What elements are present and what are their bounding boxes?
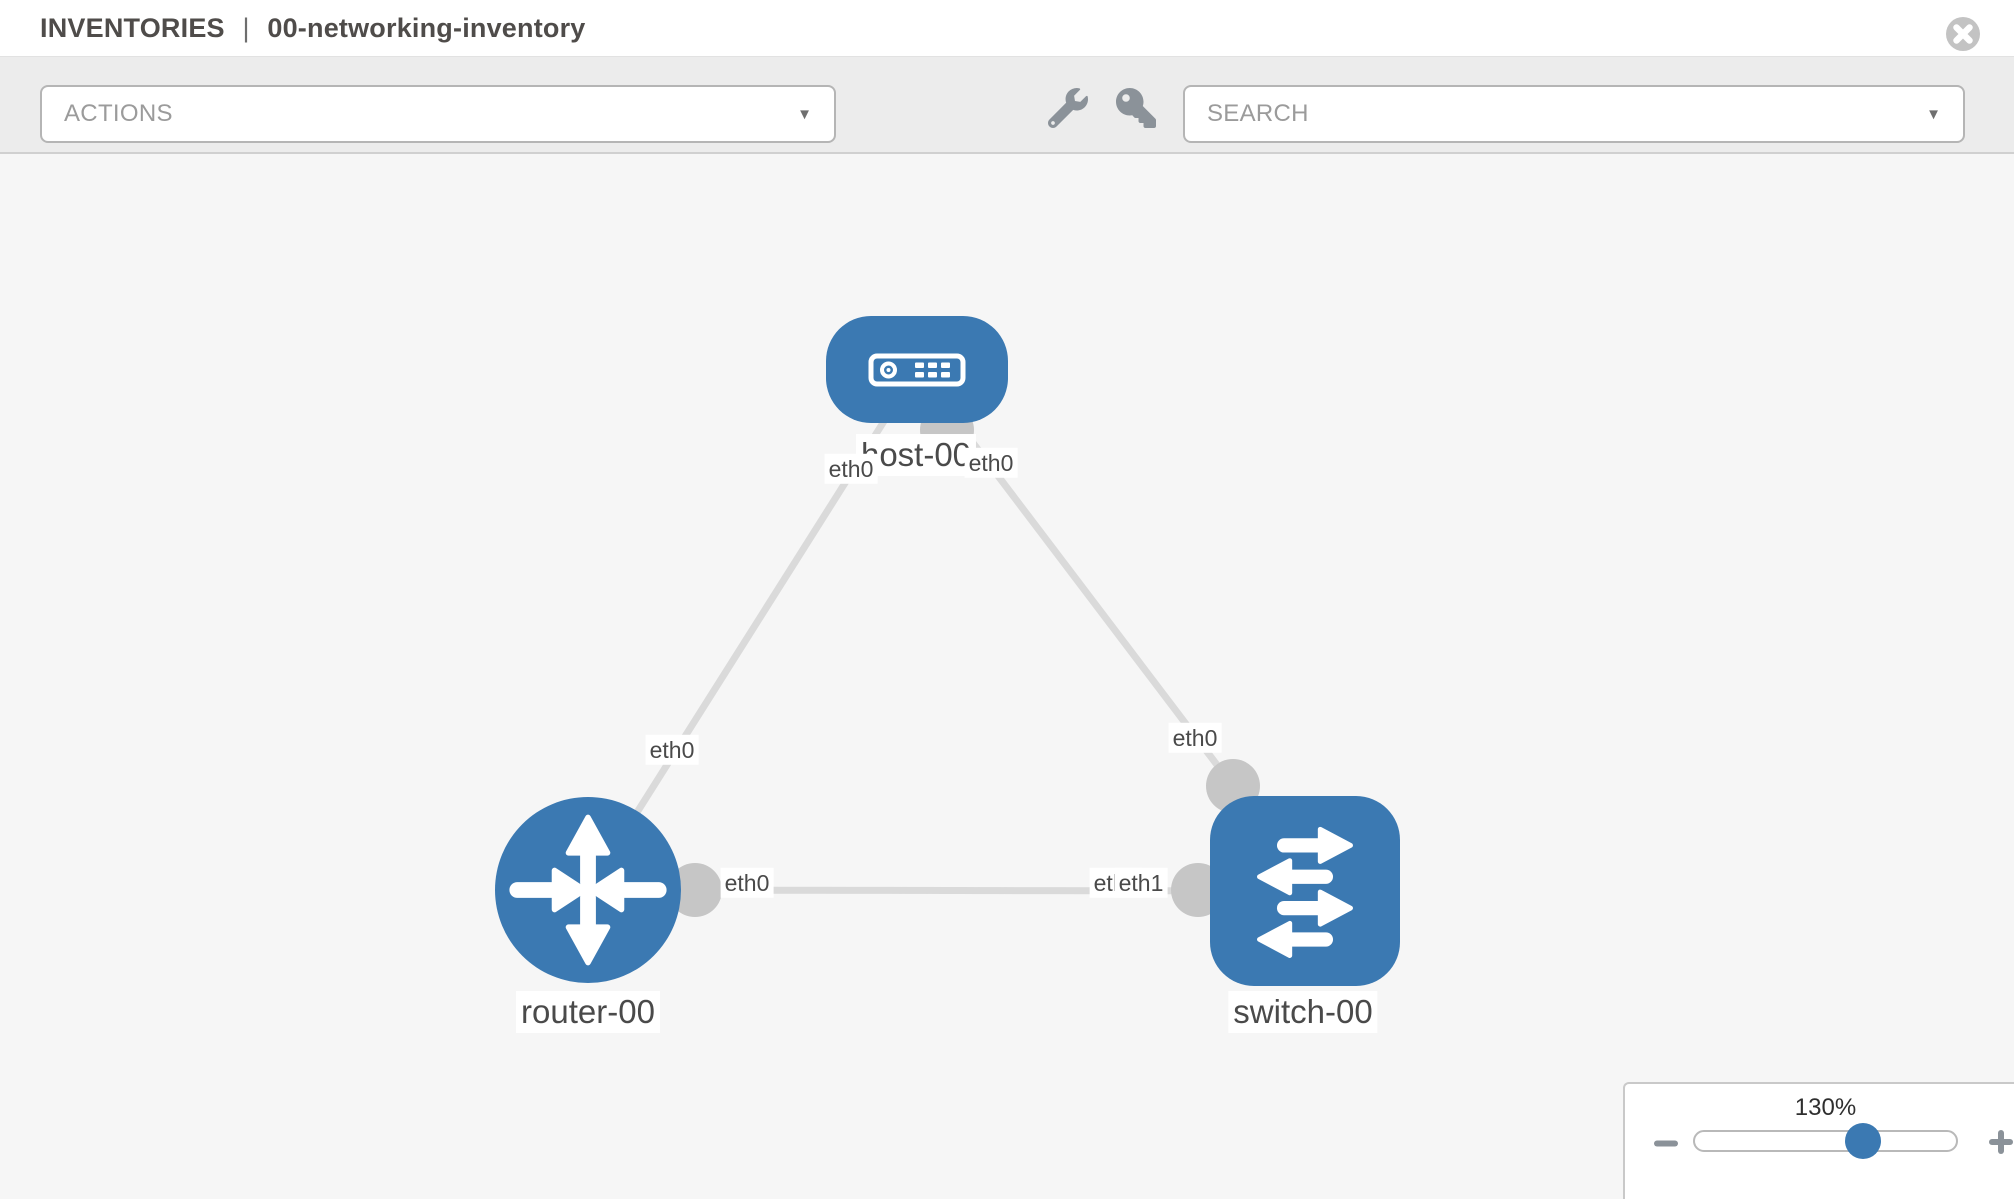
node-switch-00[interactable] bbox=[1210, 796, 1400, 986]
port-router-eth0 bbox=[668, 863, 722, 917]
switch-icon bbox=[1257, 826, 1353, 958]
wrench-icon bbox=[1047, 87, 1088, 128]
zoom-slider-track[interactable] bbox=[1693, 1123, 1958, 1159]
actions-dropdown-label: ACTIONS bbox=[64, 100, 173, 127]
topology-canvas[interactable]: host-00 router-00 switch-00 eth0 eth0 et… bbox=[0, 154, 2014, 1199]
interface-label-router-eth0: eth0 bbox=[720, 867, 774, 899]
chevron-down-icon: ▼ bbox=[797, 105, 812, 123]
interface-label-switch-eth0-uplink: eth0 bbox=[1168, 722, 1222, 754]
zoom-panel: 130% bbox=[1623, 1082, 2014, 1199]
zoom-out-button[interactable] bbox=[1651, 1128, 1681, 1158]
node-label-router-00: router-00 bbox=[516, 991, 660, 1033]
zoom-level: 130% bbox=[1794, 1094, 1857, 1121]
search-dropdown[interactable]: SEARCH ▼ bbox=[1183, 85, 1965, 143]
breadcrumb: INVENTORIES bbox=[40, 12, 225, 43]
key-icon bbox=[1116, 87, 1156, 128]
interface-label-switch-eth1: eth1 bbox=[1114, 867, 1168, 899]
interface-label-router-eth0-uplink: eth0 bbox=[645, 734, 699, 766]
host-icon bbox=[868, 353, 966, 386]
zoom-in-button[interactable] bbox=[1985, 1126, 2014, 1158]
inventory-name: 00-networking-inventory bbox=[267, 12, 586, 43]
toolbar: ACTIONS ▼ SEARCH ▼ bbox=[0, 57, 2014, 154]
node-host-00[interactable] bbox=[826, 316, 1008, 423]
zoom-slider-handle[interactable] bbox=[1845, 1123, 1881, 1159]
configure-button[interactable] bbox=[1046, 87, 1090, 131]
node-router-00[interactable] bbox=[495, 797, 681, 983]
topology-links-layer bbox=[585, 366, 1308, 917]
key-button[interactable] bbox=[1114, 87, 1158, 131]
page-title: INVENTORIES | 00-networking-inventory bbox=[40, 13, 586, 44]
close-button[interactable] bbox=[1944, 15, 1982, 53]
plus-icon bbox=[1989, 1130, 2013, 1154]
modal-header: INVENTORIES | 00-networking-inventory bbox=[0, 0, 2014, 57]
title-separator: | bbox=[242, 12, 250, 43]
interface-label-host-eth0-right: eth0 bbox=[964, 447, 1018, 479]
interface-label-host-eth0-left: eth0 bbox=[824, 453, 878, 485]
actions-dropdown[interactable]: ACTIONS ▼ bbox=[40, 85, 836, 143]
search-dropdown-label: SEARCH bbox=[1207, 100, 1309, 127]
node-label-switch-00: switch-00 bbox=[1228, 991, 1378, 1033]
chevron-down-icon: ▼ bbox=[1926, 105, 1941, 123]
minus-icon bbox=[1654, 1140, 1678, 1147]
close-icon bbox=[1946, 17, 1980, 51]
router-icon bbox=[509, 814, 667, 966]
